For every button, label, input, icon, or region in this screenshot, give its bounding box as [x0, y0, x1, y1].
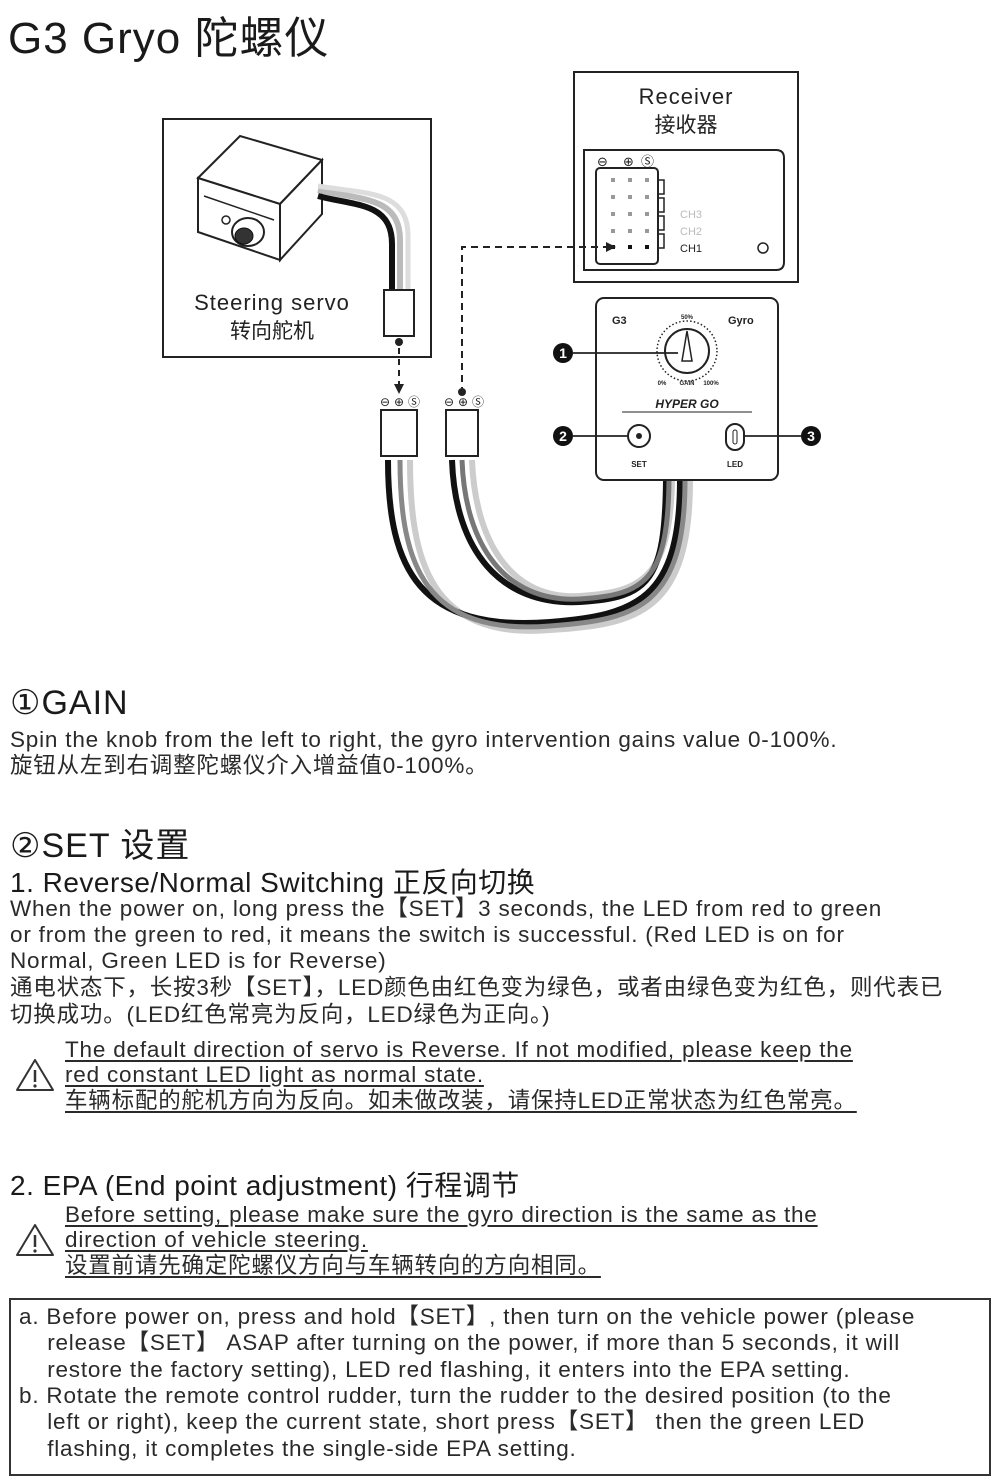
- reverse-line-4: 通电状态下，长按3秒【SET】，LED颜色由红色变为绿色，或者由绿色变为红色，则…: [10, 975, 944, 1000]
- reverse-line-2: or from the green to red, it means the s…: [10, 922, 845, 947]
- epa-warning-2: direction of vehicle steering.: [65, 1227, 368, 1252]
- channel-label-ch3: CH3: [680, 209, 702, 221]
- gain-text-cn: 旋钮从左到右调整陀螺仪介入增益值0-100%。: [10, 753, 489, 778]
- warning-icon: [16, 1059, 54, 1091]
- gyro-servo-port-signal: Ⓢ: [408, 395, 420, 409]
- knob-scale-top: 50%: [681, 315, 694, 321]
- servo-connector: [383, 289, 415, 337]
- gyro-receiver-connector: [445, 409, 479, 457]
- epa-heading: 2. EPA (End point adjustment) 行程调节: [10, 1170, 520, 1201]
- reverse-line-3: Normal, Green LED is for Reverse): [10, 948, 387, 973]
- channel-label-ch1: CH1: [680, 243, 702, 255]
- epa-warning-cn: 设置前请先确定陀螺仪方向与车辆转向的方向相同。: [65, 1253, 601, 1278]
- epa-step-a-3: restore the factory setting), LED red fl…: [19, 1357, 851, 1382]
- callout-2-number: 2: [559, 428, 567, 444]
- gyro-model-label: G3: [612, 315, 627, 327]
- callout-1-badge: [553, 343, 573, 363]
- servo-wire-grey: [317, 187, 403, 290]
- servo-label-cn: 转向舵机: [230, 319, 314, 343]
- harness-inner-white: [459, 459, 672, 602]
- receiver-pin-plus: ⊕: [623, 154, 634, 169]
- servo-wire-white: [317, 183, 411, 290]
- default-direction-warning-cn: 车辆标配的舵机方向为反向。如未做改装，请保持LED正常状态为红色常亮。: [65, 1088, 857, 1113]
- harness-outer-black: [385, 459, 683, 627]
- callout-3-badge: [801, 426, 821, 446]
- epa-warning-1: Before setting, please make sure the gyr…: [65, 1202, 818, 1227]
- gyro-servo-port-minus: ⊖: [380, 395, 390, 409]
- servo-wire-black: [317, 193, 395, 290]
- receiver-label-en: Receiver: [639, 84, 734, 109]
- channel-label-ch2: CH2: [680, 226, 702, 238]
- epa-steps-box: [9, 1298, 991, 1476]
- set-button-label: SET: [631, 460, 647, 469]
- epa-step-b-2: left or right), keep the current state, …: [19, 1409, 866, 1434]
- gyro-receiver-port-signal: Ⓢ: [472, 395, 484, 409]
- servo-illustration: [196, 134, 324, 263]
- epa-step-a-2: release【SET】 ASAP after turning on the p…: [19, 1330, 901, 1355]
- harness-outer-white: [397, 459, 688, 630]
- default-direction-warning-2: red constant LED light as normal state.: [65, 1062, 484, 1087]
- reverse-normal-heading: 1. Reverse/Normal Switching 正反向切换: [10, 867, 536, 898]
- led-indicator-lens: [732, 429, 738, 445]
- knob-scale-max: 100%: [703, 381, 719, 387]
- gyro-servo-connector: [380, 409, 418, 457]
- gyro-servo-port-plus: ⊕: [394, 395, 404, 409]
- receiver-pin-signal: Ⓢ: [641, 154, 654, 169]
- gyro-receiver-port-minus: ⊖: [444, 395, 454, 409]
- receiver-pin-header-notch: [658, 179, 665, 249]
- receiver-pins: [611, 178, 649, 233]
- epa-step-a-1: a. Before power on, press and hold【SET】,…: [19, 1304, 916, 1329]
- signal-dashed-line: [461, 246, 610, 388]
- epa-step-b-3: flashing, it completes the single-side E…: [19, 1436, 577, 1461]
- harness-outer-grey: [407, 459, 693, 634]
- page-title: G3 Gryo 陀螺仪: [8, 14, 330, 63]
- brand-logo: HYPER GO: [655, 397, 719, 411]
- callout-3-number: 3: [807, 428, 815, 444]
- knob-scale-gain: GAIN: [680, 381, 695, 387]
- servo-arrow-down: [394, 384, 404, 394]
- servo-label-en: Steering servo: [194, 290, 350, 315]
- set-button-dot: [636, 433, 642, 439]
- gyro-type-label: Gyro: [728, 315, 754, 327]
- knob-scale-min: 0%: [658, 381, 667, 387]
- gain-knob-pointer: [681, 330, 693, 362]
- callout-1-number: 1: [559, 345, 567, 361]
- signal-arrow-left: [606, 242, 616, 252]
- signal-line-dot: [458, 388, 466, 396]
- epa-step-b-1: b. Rotate the remote control rudder, tur…: [19, 1383, 892, 1408]
- receiver-label-cn: 接收器: [655, 113, 718, 137]
- reverse-line-1: When the power on, long press the【SET】3 …: [10, 896, 883, 921]
- wiring-diagram: Receiver 接收器 ⊖ ⊕ Ⓢ CH3 CH2 CH1 Steering …: [162, 71, 821, 634]
- receiver-indicator: [757, 242, 769, 254]
- default-direction-warning-1: The default direction of servo is Revers…: [65, 1037, 853, 1062]
- callout-2-badge: [553, 426, 573, 446]
- led-label: LED: [727, 460, 743, 469]
- gain-text-en: Spin the knob from the left to right, th…: [10, 727, 838, 752]
- set-heading: ②SET 设置: [10, 827, 191, 865]
- gyro-receiver-port-plus: ⊕: [458, 395, 468, 409]
- gain-heading: ①GAIN: [10, 684, 129, 722]
- servo-line-dot: [395, 338, 403, 346]
- reverse-line-5: 切换成功。(LED红色常亮为反向，LED绿色为正向。): [10, 1002, 551, 1027]
- warning-icon: [16, 1224, 54, 1256]
- receiver-pin-minus: ⊖: [597, 154, 608, 169]
